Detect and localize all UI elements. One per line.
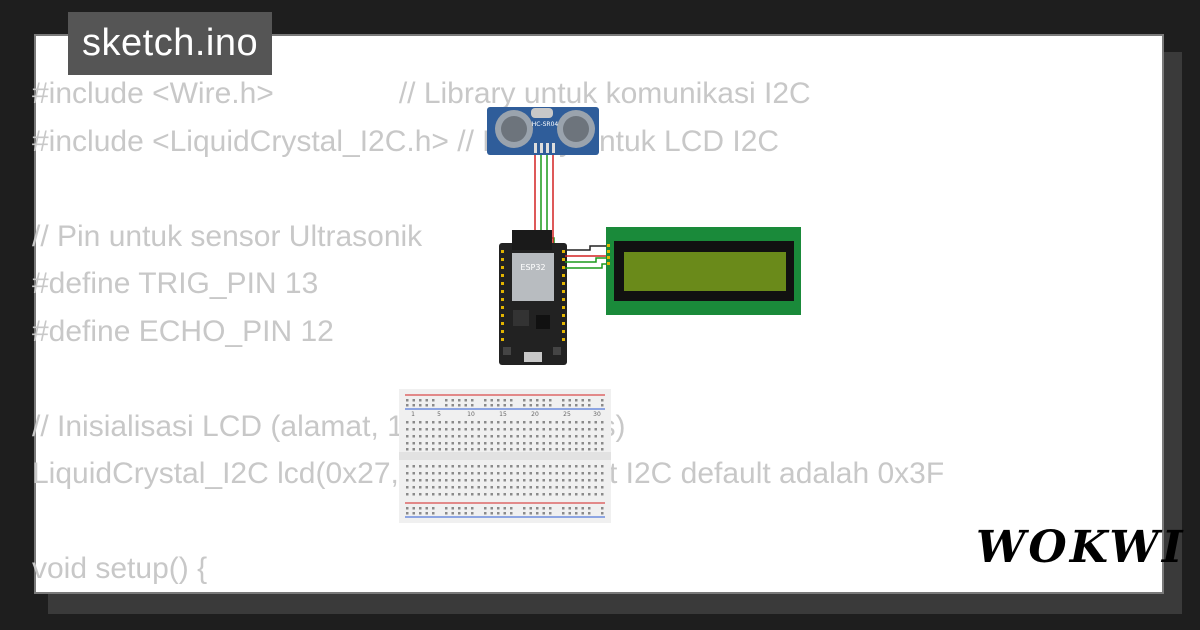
code-line [32,498,944,546]
code-line: #define TRIG_PIN 13 [32,267,319,300]
code-line: // Pin untuk sensor Ultrasonik [32,219,423,253]
code-line: void setup() { [32,552,208,585]
code-line: #include <Wire.h> // Library untuk komun… [32,77,811,110]
code-line [32,165,944,213]
code-editor: #include <Wire.h> // Library untuk komun… [32,70,944,593]
filename-tab[interactable]: sketch.ino [68,12,273,75]
code-line: #define ECHO_PIN 12 [32,314,334,348]
code-line: // Inisialisasi LCD (alamat, 16 kolom, 2… [32,409,626,443]
code-line: LiquidCrystal_I2C lcd(0x27, 16, 2); // A… [32,457,945,490]
code-line [32,355,944,403]
code-line: #include <LiquidCrystal_I2C.h> // Librar… [32,124,780,158]
wokwi-logo: WOKWI [976,522,1186,573]
